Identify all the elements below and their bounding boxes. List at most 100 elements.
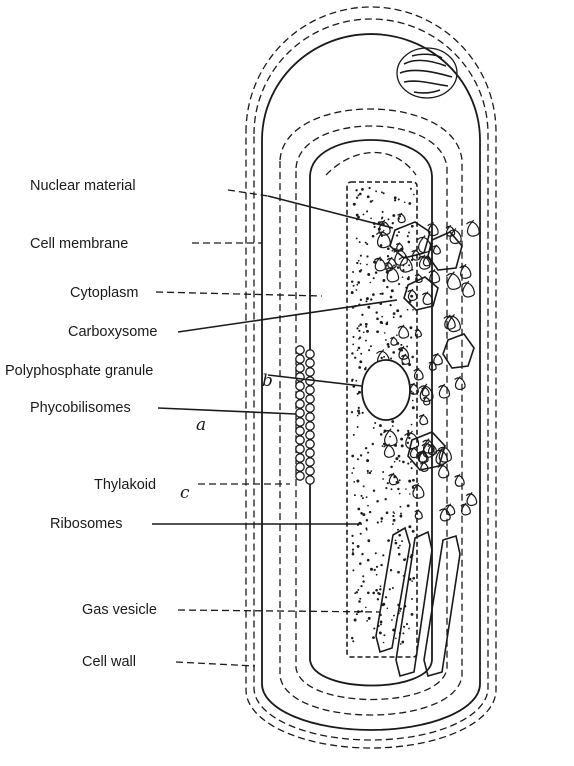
ribosome-dot	[366, 620, 368, 622]
ribosome-dot	[368, 349, 370, 351]
ribosome-dot	[387, 482, 389, 484]
ribosome-dot	[362, 513, 365, 516]
ribosome-dot	[400, 438, 403, 441]
ribosome-dot	[366, 255, 368, 257]
ribosome-dot	[395, 542, 398, 545]
ribosome-dot	[367, 195, 370, 198]
ribosome-dot	[412, 406, 415, 409]
phycobilisome	[296, 445, 304, 453]
ribosome-dot	[356, 284, 358, 286]
ribosome-dot	[397, 429, 399, 431]
ribosome-dot	[362, 575, 364, 577]
phycobilisome	[296, 463, 304, 471]
ribosome-dot	[367, 592, 370, 595]
ribosome-dot	[383, 634, 385, 636]
leader-gas-vesicle	[178, 610, 380, 612]
ribosome-dot	[380, 433, 383, 436]
ribosome-dot	[408, 525, 411, 528]
ribosome-dot	[397, 571, 400, 574]
ribosome-dot	[370, 568, 373, 571]
phycobilisome	[296, 472, 304, 480]
ribosome-dot	[380, 585, 382, 587]
ribosome-dot	[359, 598, 361, 600]
ribosome-dot	[374, 569, 376, 571]
ribosome-dot	[395, 457, 398, 460]
ribosome-dot	[354, 357, 356, 359]
ribosome-dot	[398, 553, 401, 556]
ribosome-dot	[373, 627, 375, 629]
ribosome-dot	[408, 241, 411, 244]
ribosome-dot	[397, 529, 399, 531]
ribosome-dot	[385, 339, 387, 341]
ribosome-dot	[376, 500, 379, 503]
ribosome-dot	[365, 300, 367, 302]
ribosome-dot	[352, 542, 354, 544]
nuclear-strand	[419, 384, 433, 401]
ribosome-dot	[402, 461, 405, 464]
ribosome-dot	[369, 511, 371, 513]
ribosome-dot	[392, 425, 394, 427]
nuclear-strand	[389, 473, 398, 485]
ribosome-dot	[360, 353, 362, 355]
ribosome-dot	[370, 345, 372, 347]
ribosome-dot	[375, 589, 378, 592]
ribosome-dot	[360, 495, 362, 497]
ribosome-dot	[407, 442, 409, 444]
ribosome-dot	[372, 235, 375, 238]
ribosome-dot	[360, 512, 363, 515]
ribosome-dot	[400, 513, 402, 515]
ribosome-dot	[360, 263, 362, 265]
ribosome-dot	[359, 337, 361, 339]
ribosome-dot	[380, 564, 382, 566]
ribosome-dot	[354, 494, 356, 496]
phycobilisome	[296, 364, 304, 372]
ribosome-dot	[353, 285, 355, 287]
nuclear-strand	[374, 257, 385, 271]
ribosome-dot	[399, 506, 401, 508]
nuclear-strand	[446, 272, 460, 290]
nuclear-strand	[438, 384, 449, 398]
ribosome-dot	[365, 447, 367, 449]
ribosome-dot	[406, 623, 408, 625]
ribosome-dot	[386, 607, 388, 609]
ribosome-dot	[382, 478, 384, 480]
ribosome-dot	[365, 607, 367, 609]
ribosome-dot	[365, 340, 367, 342]
ribosome-dot	[408, 232, 410, 234]
ribosome-dot	[358, 600, 361, 603]
ribosome-dot	[401, 641, 404, 644]
ribosome-dot	[394, 196, 397, 199]
ribosome-dot	[356, 262, 358, 264]
ribosome-dot	[365, 242, 367, 244]
leader-lines	[152, 190, 397, 666]
ribosome-dot	[412, 530, 415, 533]
ribosome-dot	[387, 345, 389, 347]
ribosome-dot	[362, 497, 364, 499]
ribosome-dot	[365, 323, 368, 326]
ribosome-dot	[380, 517, 383, 520]
ribosome-dot	[360, 255, 362, 257]
ribosome-dot	[357, 409, 360, 412]
ribosome-dot	[356, 480, 359, 483]
handwritten-mark-a: a	[196, 415, 206, 435]
ribosome-dot	[368, 617, 371, 620]
nuclear-strand	[460, 264, 471, 278]
ribosome-dot	[367, 470, 369, 472]
ribosome-dot	[358, 325, 360, 327]
ribosome-dot	[393, 316, 395, 318]
ribosome-dot	[385, 498, 387, 500]
phycobilisome	[306, 458, 314, 466]
ribosome-dot	[366, 496, 368, 498]
phycobilisome	[296, 436, 304, 444]
ribosome-dot	[352, 344, 354, 346]
ribosome-dot	[357, 393, 359, 395]
phycobilisome	[306, 422, 314, 430]
nuclear-strand	[398, 213, 406, 223]
ribosome-dot	[382, 445, 384, 447]
ribosome-dot	[354, 619, 357, 622]
phycobilisome	[296, 391, 304, 399]
ribosome-dot	[396, 334, 398, 336]
ribosome-dot	[366, 243, 368, 245]
ribosome-dot	[376, 317, 379, 320]
ribosome-dot	[362, 580, 364, 582]
